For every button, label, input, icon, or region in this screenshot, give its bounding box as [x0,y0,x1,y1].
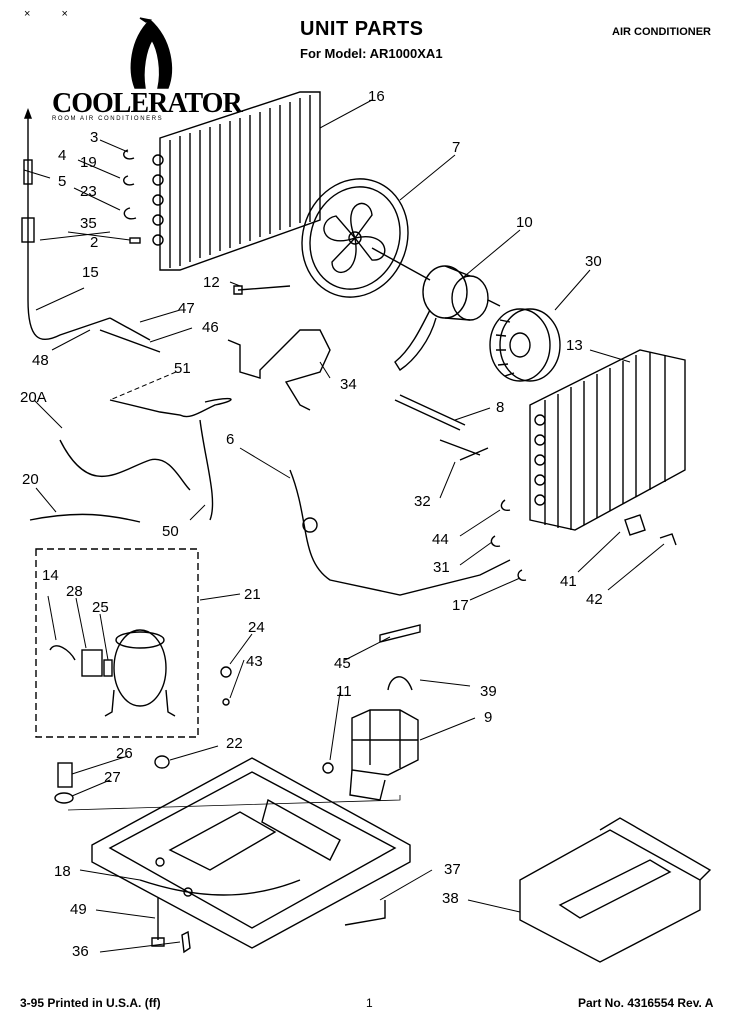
callout-34: 34 [340,376,357,393]
callout-43: 43 [246,653,263,670]
callout-24: 24 [248,619,265,636]
callout-2: 2 [90,234,98,251]
callout-31: 31 [433,559,450,576]
model-number: For Model: AR1000XA1 [300,46,443,61]
brand-tagline: ROOM AIR CONDITIONERS [52,116,164,122]
callout-47: 47 [178,300,195,317]
callout-28: 28 [66,583,83,600]
callout-5: 5 [58,173,66,190]
callout-4: 4 [58,147,66,164]
callout-10: 10 [516,214,533,231]
callout-49: 49 [70,901,87,918]
callout-35: 35 [80,215,97,232]
callout-21: 21 [244,586,261,603]
callout-labels: 16 7 10 30 13 8 32 44 31 17 41 42 3 4 19… [20,88,603,960]
footer-printed: 3-95 Printed in U.S.A. (ff) [20,996,161,1010]
callout-16: 16 [368,88,385,105]
callout-22: 22 [226,735,243,752]
evaporator-coil [529,349,686,531]
callout-7: 7 [452,139,460,156]
callout-20: 20 [22,471,39,488]
callout-8: 8 [496,399,504,416]
base-pan [91,757,411,954]
compressor-assembly-box [35,548,199,738]
callout-30: 30 [585,253,602,270]
product-category: AIR CONDITIONER [612,26,711,38]
callout-42: 42 [586,591,603,608]
callout-9: 9 [484,709,492,726]
callout-45: 45 [334,655,351,672]
leader-lines [23,99,665,953]
callout-17: 17 [452,597,469,614]
penguin-logo-icon [130,17,173,89]
callout-11: 11 [336,683,352,700]
callout-37: 37 [444,861,461,878]
callout-51: 51 [174,360,191,377]
fasteners [123,149,677,774]
callout-38: 38 [442,890,459,907]
condenser-coil [152,91,321,271]
callout-41: 41 [560,573,577,590]
callout-39: 39 [480,683,497,700]
corner-marks: × × [24,8,82,20]
control-panel [519,817,712,963]
callout-23: 23 [80,183,97,200]
callout-44: 44 [432,531,449,548]
callout-36: 36 [72,943,89,960]
condenser-fan-blade [301,178,409,298]
callout-26: 26 [116,745,133,762]
callout-19: 19 [80,154,97,171]
callout-15: 15 [82,264,99,281]
footer-page-number: 1 [366,996,373,1010]
fan-motor [371,247,501,371]
brand-logo-text: COOLERATOR [52,88,243,119]
callout-50: 50 [162,523,179,540]
grommets [54,755,170,804]
callout-3: 3 [90,129,98,146]
callout-13: 13 [566,337,583,354]
tubing-parts [21,108,511,691]
compressor-bracket [349,709,419,801]
callout-25: 25 [92,599,109,616]
callout-46: 46 [202,319,219,336]
callout-48: 48 [32,352,49,369]
callout-12: 12 [203,274,220,291]
callout-14: 14 [42,567,59,584]
callout-27: 27 [104,769,121,786]
callout-20A: 20A [20,389,47,406]
footer-part-number: Part No. 4316554 Rev. A [578,996,714,1010]
callout-18: 18 [54,863,71,880]
blower-wheel [489,308,561,382]
callout-32: 32 [414,493,431,510]
callout-6: 6 [226,431,234,448]
page-title: UNIT PARTS [300,18,424,40]
